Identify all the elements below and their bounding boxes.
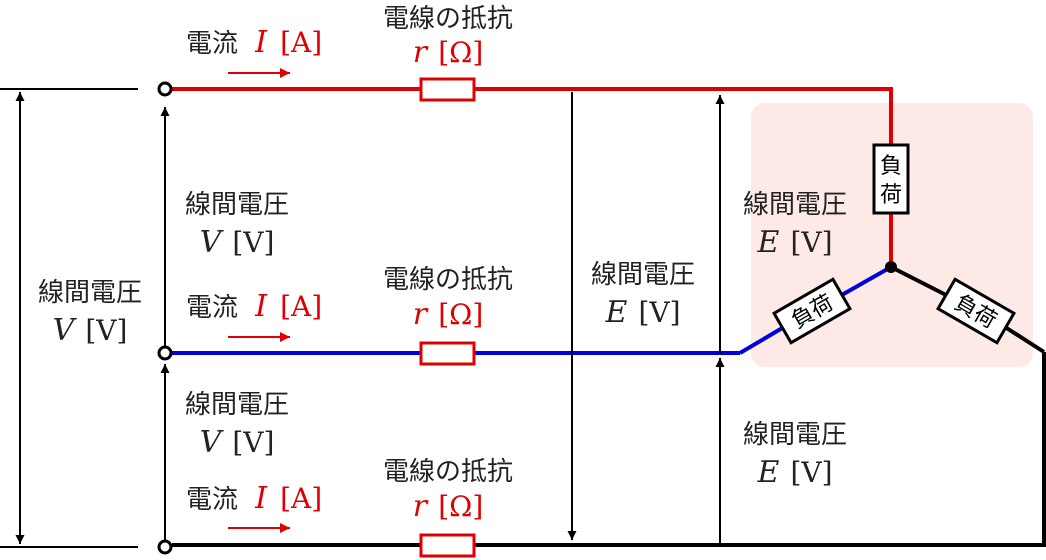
source-line-voltage-label: 線間電圧 V [V]	[38, 278, 142, 348]
resistor-c	[419, 533, 476, 558]
svg-text:電線の抵抗: 電線の抵抗	[383, 4, 513, 34]
load-a: 負 荷	[872, 143, 910, 215]
svg-text:線間電圧: 線間電圧	[743, 190, 847, 220]
svg-text:線間電圧: 線間電圧	[591, 260, 695, 290]
svg-text:線間電圧: 線間電圧	[185, 190, 289, 220]
svg-text:V [V]: V [V]	[200, 425, 275, 460]
svg-text:電線の抵抗: 電線の抵抗	[383, 265, 513, 295]
svg-text:E [V]: E [V]	[756, 455, 832, 490]
svg-text:線間電圧: 線間電圧	[743, 420, 847, 450]
current-label-b: 電流 I [A]	[186, 289, 322, 324]
svg-text:E [V]: E [V]	[756, 225, 832, 260]
terminal-c	[157, 539, 173, 555]
load-voltage-label-ca: 線間電圧 E [V]	[591, 260, 695, 330]
svg-text:r [Ω]: r [Ω]	[413, 297, 484, 332]
terminal-a	[157, 81, 173, 97]
wire-c	[172, 265, 1046, 558]
load-c: 負荷	[936, 277, 1016, 345]
resistance-label-b: 電線の抵抗 r [Ω]	[383, 265, 513, 332]
svg-text:電線の抵抗: 電線の抵抗	[383, 457, 513, 487]
line-voltage-label-bc: 線間電圧 V [V]	[185, 390, 289, 460]
resistance-label-a: 電線の抵抗 r [Ω]	[383, 4, 513, 70]
resistor-a	[419, 77, 476, 102]
current-label-a: 電流 I [A]	[186, 25, 322, 60]
svg-text:r [Ω]: r [Ω]	[413, 489, 484, 524]
svg-text:V [V]: V [V]	[200, 225, 275, 260]
svg-text:E [V]: E [V]	[604, 295, 680, 330]
terminal-b	[157, 345, 173, 361]
load-voltage-label-bc: 線間電圧 E [V]	[743, 420, 847, 490]
current-label-c: 電流 I [A]	[186, 481, 322, 516]
svg-text:荷: 荷	[880, 183, 902, 208]
wire-b	[172, 265, 892, 366]
resistance-label-c: 電線の抵抗 r [Ω]	[383, 457, 513, 524]
wire-a	[172, 77, 893, 267]
svg-text:V [V]: V [V]	[53, 313, 128, 348]
svg-text:線間電圧: 線間電圧	[185, 390, 289, 420]
line-voltage-label-ab: 線間電圧 V [V]	[185, 190, 289, 260]
svg-text:r [Ω]: r [Ω]	[413, 35, 484, 70]
resistor-b	[419, 341, 476, 366]
svg-text:負: 負	[880, 154, 902, 179]
load-voltage-label-ab: 線間電圧 E [V]	[743, 190, 847, 260]
neutral-point	[885, 261, 897, 273]
svg-text:線間電圧: 線間電圧	[38, 278, 142, 308]
